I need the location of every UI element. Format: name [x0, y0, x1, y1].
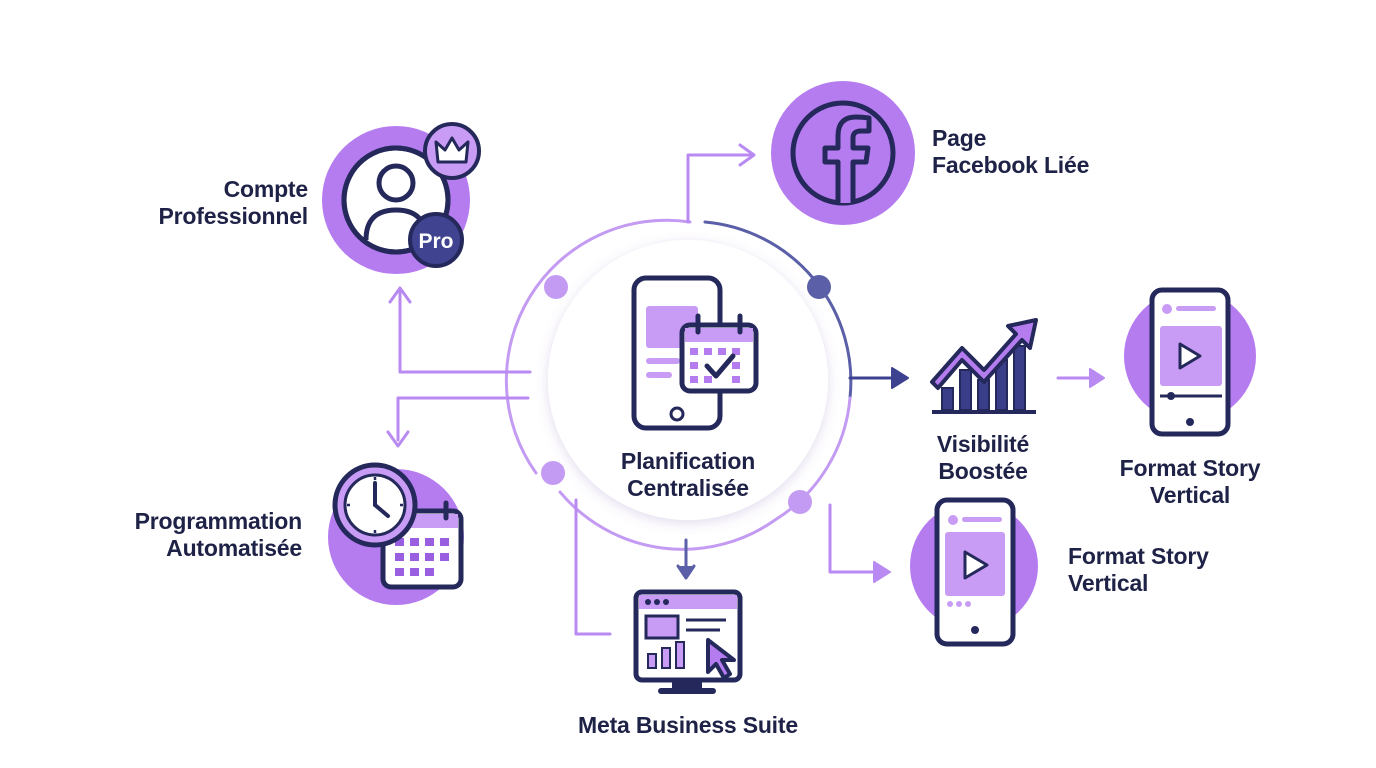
crown-icon: [423, 122, 481, 180]
ring-dot: [541, 461, 565, 485]
connector-story-bottom: [828, 503, 878, 574]
compte-label-line2: Professionnel: [158, 203, 309, 229]
ring-dot: [788, 490, 812, 514]
compte-label-line1: Compte: [223, 176, 309, 202]
center-label-line1: Planification: [620, 448, 756, 474]
facebook-label-line2: Facebook Liée: [932, 152, 1090, 178]
connector-compte: [398, 290, 532, 374]
visibilite-label: Visibilité Boostée: [888, 431, 1078, 485]
facebook-label-line1: Page: [932, 125, 987, 151]
story-top-label-line2: Vertical: [1149, 482, 1231, 508]
facebook-icon: [790, 100, 896, 206]
meta-node: [633, 589, 743, 694]
facebook-node: [771, 81, 915, 225]
center-label-line2: Centralisée: [627, 475, 749, 501]
center-label: Planification Centralisée: [588, 448, 788, 502]
ring-arc-bottom: [558, 490, 777, 551]
arrowhead-facebook: [738, 143, 756, 167]
connector-facebook: [686, 153, 752, 224]
arrowhead-programmation: [386, 430, 410, 448]
story-bottom-label-line1: Format Story: [1068, 543, 1209, 569]
visibilite-label-line2: Boostée: [938, 458, 1028, 484]
story-bottom-label-line2: Vertical: [1068, 570, 1149, 596]
visibilite-label-line1: Visibilité: [936, 431, 1030, 457]
story-bottom-label: Format Story Vertical: [1068, 543, 1268, 597]
arrowhead-compte: [388, 286, 412, 304]
pro-badge-icon: [408, 212, 464, 268]
arrowhead-meta: [676, 564, 696, 580]
visibilite-node: [930, 318, 1038, 414]
browser-chart-icon: [633, 589, 743, 694]
ring-dots: [541, 275, 831, 514]
center-hub: [548, 240, 828, 520]
ring-arc-lowright: [773, 396, 852, 522]
arrowhead-visibilite: [891, 367, 909, 389]
story-top-label-line1: Format Story: [1119, 455, 1261, 481]
growth-chart-icon: [930, 318, 1038, 414]
meta-label-text: Meta Business Suite: [578, 712, 798, 738]
programmation-label-line1: Programmation: [134, 508, 303, 534]
meta-label: Meta Business Suite: [538, 712, 838, 739]
programmation-label: Programmation Automatisée: [80, 508, 303, 562]
pro-badge-text: Pro: [418, 230, 453, 253]
phone-play-icon: [934, 497, 1016, 647]
compte-label: Compte Professionnel: [110, 176, 309, 230]
story-top-node: [1124, 287, 1256, 437]
programmation-label-line2: Automatisée: [166, 535, 302, 561]
arrowhead-story-top: [1089, 368, 1105, 388]
compte-node: [322, 122, 481, 274]
ring-dot: [544, 275, 568, 299]
connector-programmation: [396, 396, 530, 442]
phone-calendar-icon: [631, 275, 759, 431]
programmation-node: [328, 462, 464, 605]
facebook-label: Page Facebook Liée: [932, 125, 1152, 179]
phone-video-icon: [1149, 287, 1231, 437]
clock-calendar-icon: [332, 462, 464, 590]
ring-arc-left: [504, 218, 692, 475]
story-top-label: Format Story Vertical: [1090, 455, 1290, 509]
ring-dot: [807, 275, 831, 299]
connector-meta-loop: [574, 498, 612, 636]
arrowhead-story-bottom: [873, 561, 891, 583]
connectors: [386, 143, 1105, 636]
story-bottom-node: [910, 497, 1038, 647]
